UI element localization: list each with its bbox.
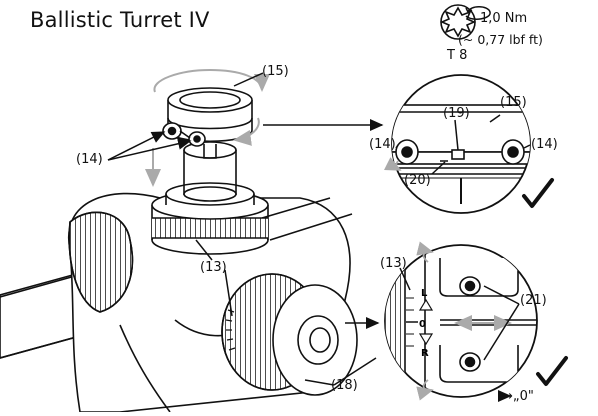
torque-imperial: (~ 0,77 lbf ft) <box>458 32 543 47</box>
detail-circle-bottom <box>384 241 538 401</box>
tool-size: T 8 <box>447 48 468 63</box>
checkmark-top <box>522 178 554 208</box>
callout-18-knob: (18) <box>331 378 358 393</box>
leader-lines <box>107 72 531 402</box>
callout-19-notch: (19) <box>443 106 470 121</box>
scale-mark-l: L <box>421 288 428 299</box>
callout-14-screws: (14) <box>76 152 103 167</box>
turret-ring <box>153 68 270 147</box>
callout-21-screws: (21) <box>520 293 547 308</box>
diagram-title: Ballistic Turret IV <box>30 8 210 32</box>
scale-mark-zero: 0 <box>419 319 426 330</box>
checkmark-bottom <box>536 356 568 386</box>
zero-note: →„0" <box>502 389 534 404</box>
torque-value: 1,0 Nm <box>480 11 528 26</box>
callout-20-index: (20) <box>404 173 431 188</box>
callout-15-ring: (15) <box>262 64 289 79</box>
callout-13-detail: (13) <box>380 256 407 271</box>
elevation-knob <box>221 273 358 396</box>
callout-15-detail: (15) <box>500 95 527 110</box>
turret-base <box>151 141 269 255</box>
callout-14-detail-right: (14) <box>531 137 558 152</box>
callout-13-scale: (13) <box>200 260 227 275</box>
tighten-rotation-icon <box>465 6 491 20</box>
detail-circle-top <box>383 74 531 214</box>
scale-mark-r: R <box>421 348 429 359</box>
callout-14-detail-left: (14) <box>369 137 396 152</box>
